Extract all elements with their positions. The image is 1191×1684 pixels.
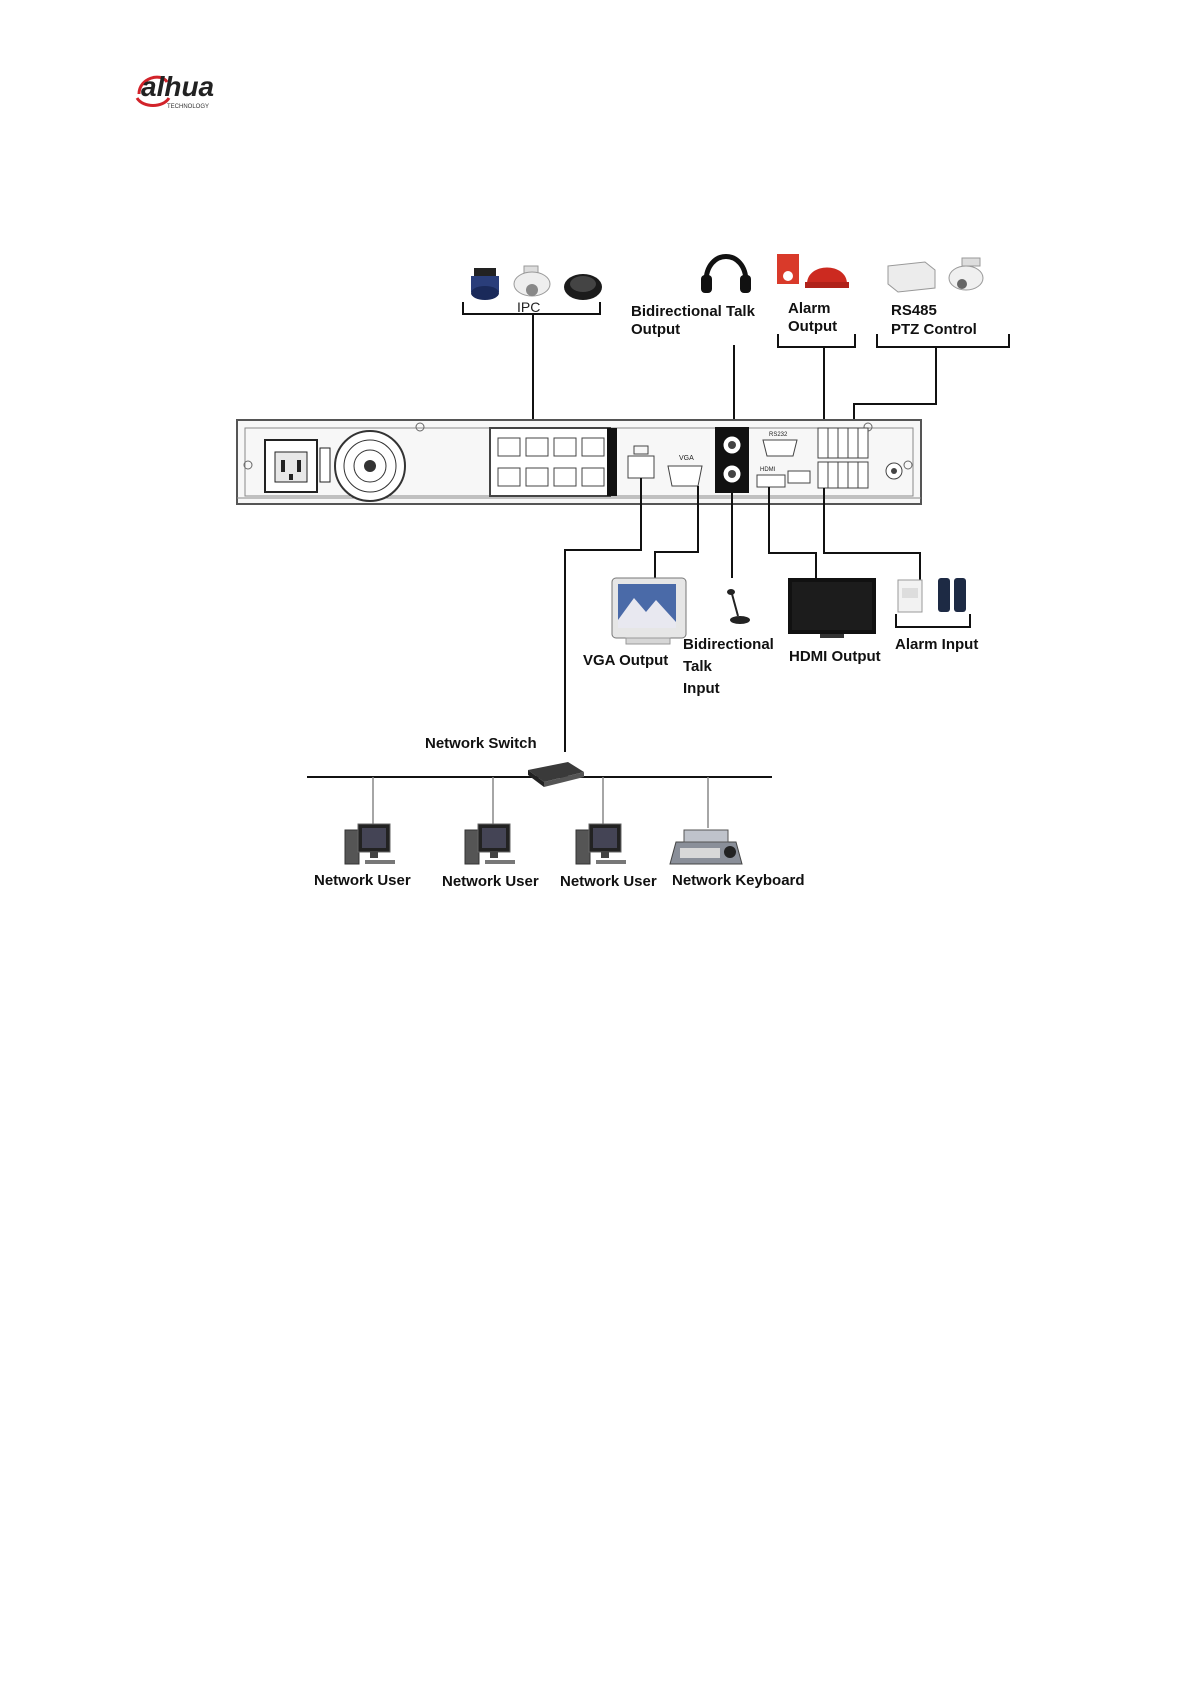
poe-ports-block — [490, 428, 617, 496]
microphone-icon — [727, 589, 750, 624]
hdmi-port-text: HDMI — [760, 467, 776, 473]
alarm-siren-icon — [805, 268, 849, 289]
ipc-cameras — [471, 266, 602, 300]
rs485-label-line1: RS485 — [891, 302, 937, 319]
alarm-output-label-line1: Alarm — [788, 300, 831, 317]
network-keyboard-icon — [670, 830, 742, 864]
ground-screw-icon — [886, 463, 902, 479]
network-switch-label: Network Switch — [425, 735, 537, 752]
network-user-pc-icon-3 — [576, 824, 626, 864]
alarm-input-bracket — [896, 614, 970, 627]
network-user-label-3: Network User — [560, 873, 657, 890]
ipc-label: IPC — [517, 299, 540, 315]
alarm-output-label-line2: Output — [788, 318, 837, 335]
beam-detector-icon — [938, 578, 966, 612]
pir-detector-icon — [898, 580, 922, 612]
alarm-input-label: Alarm Input — [895, 636, 978, 653]
rs232-port-icon — [763, 440, 797, 456]
ptz-dome-camera-icon — [949, 258, 983, 290]
network-keyboard-label: Network Keyboard — [672, 872, 805, 889]
alarm-strobe-icon — [777, 254, 799, 284]
headphones-icon — [701, 257, 751, 294]
vga-port-icon — [668, 466, 702, 486]
rs232-port-text: RS232 — [769, 432, 788, 438]
vga-monitor-icon — [612, 578, 686, 644]
black-dome-camera-icon — [564, 274, 602, 300]
network-user-pc-icon-1 — [345, 824, 395, 864]
vga-output-label: VGA Output — [583, 652, 668, 669]
network-switch-icon — [528, 762, 584, 787]
talk-input-label-line3: Input — [683, 680, 720, 697]
hdmi-tv-icon — [788, 578, 876, 638]
alarm-output-bracket — [778, 334, 855, 347]
drop-lines — [373, 777, 708, 828]
speed-dome-camera-icon — [471, 268, 499, 300]
hdmi-output-label: HDMI Output — [789, 648, 881, 665]
talk-input-label-line2: Talk — [683, 658, 713, 675]
talk-output-label-line2: Output — [631, 321, 680, 338]
fan-grille-icon — [335, 431, 405, 501]
vga-port-text: VGA — [679, 455, 694, 462]
alarm-terminal-block — [818, 428, 868, 488]
ptz-keyboard-box-icon — [888, 262, 935, 292]
hdmi-port-icon — [757, 475, 785, 487]
white-dome-camera-icon — [514, 266, 550, 296]
rs485-label-line2: PTZ Control — [891, 321, 977, 338]
usb-port-icon — [788, 471, 810, 483]
talk-input-label-line1: Bidirectional — [683, 636, 774, 653]
network-user-pc-icon-2 — [465, 824, 515, 864]
network-user-label-2: Network User — [442, 873, 539, 890]
network-user-label-1: Network User — [314, 872, 411, 889]
talk-output-label-line1: Bidirectional Talk — [631, 303, 756, 320]
